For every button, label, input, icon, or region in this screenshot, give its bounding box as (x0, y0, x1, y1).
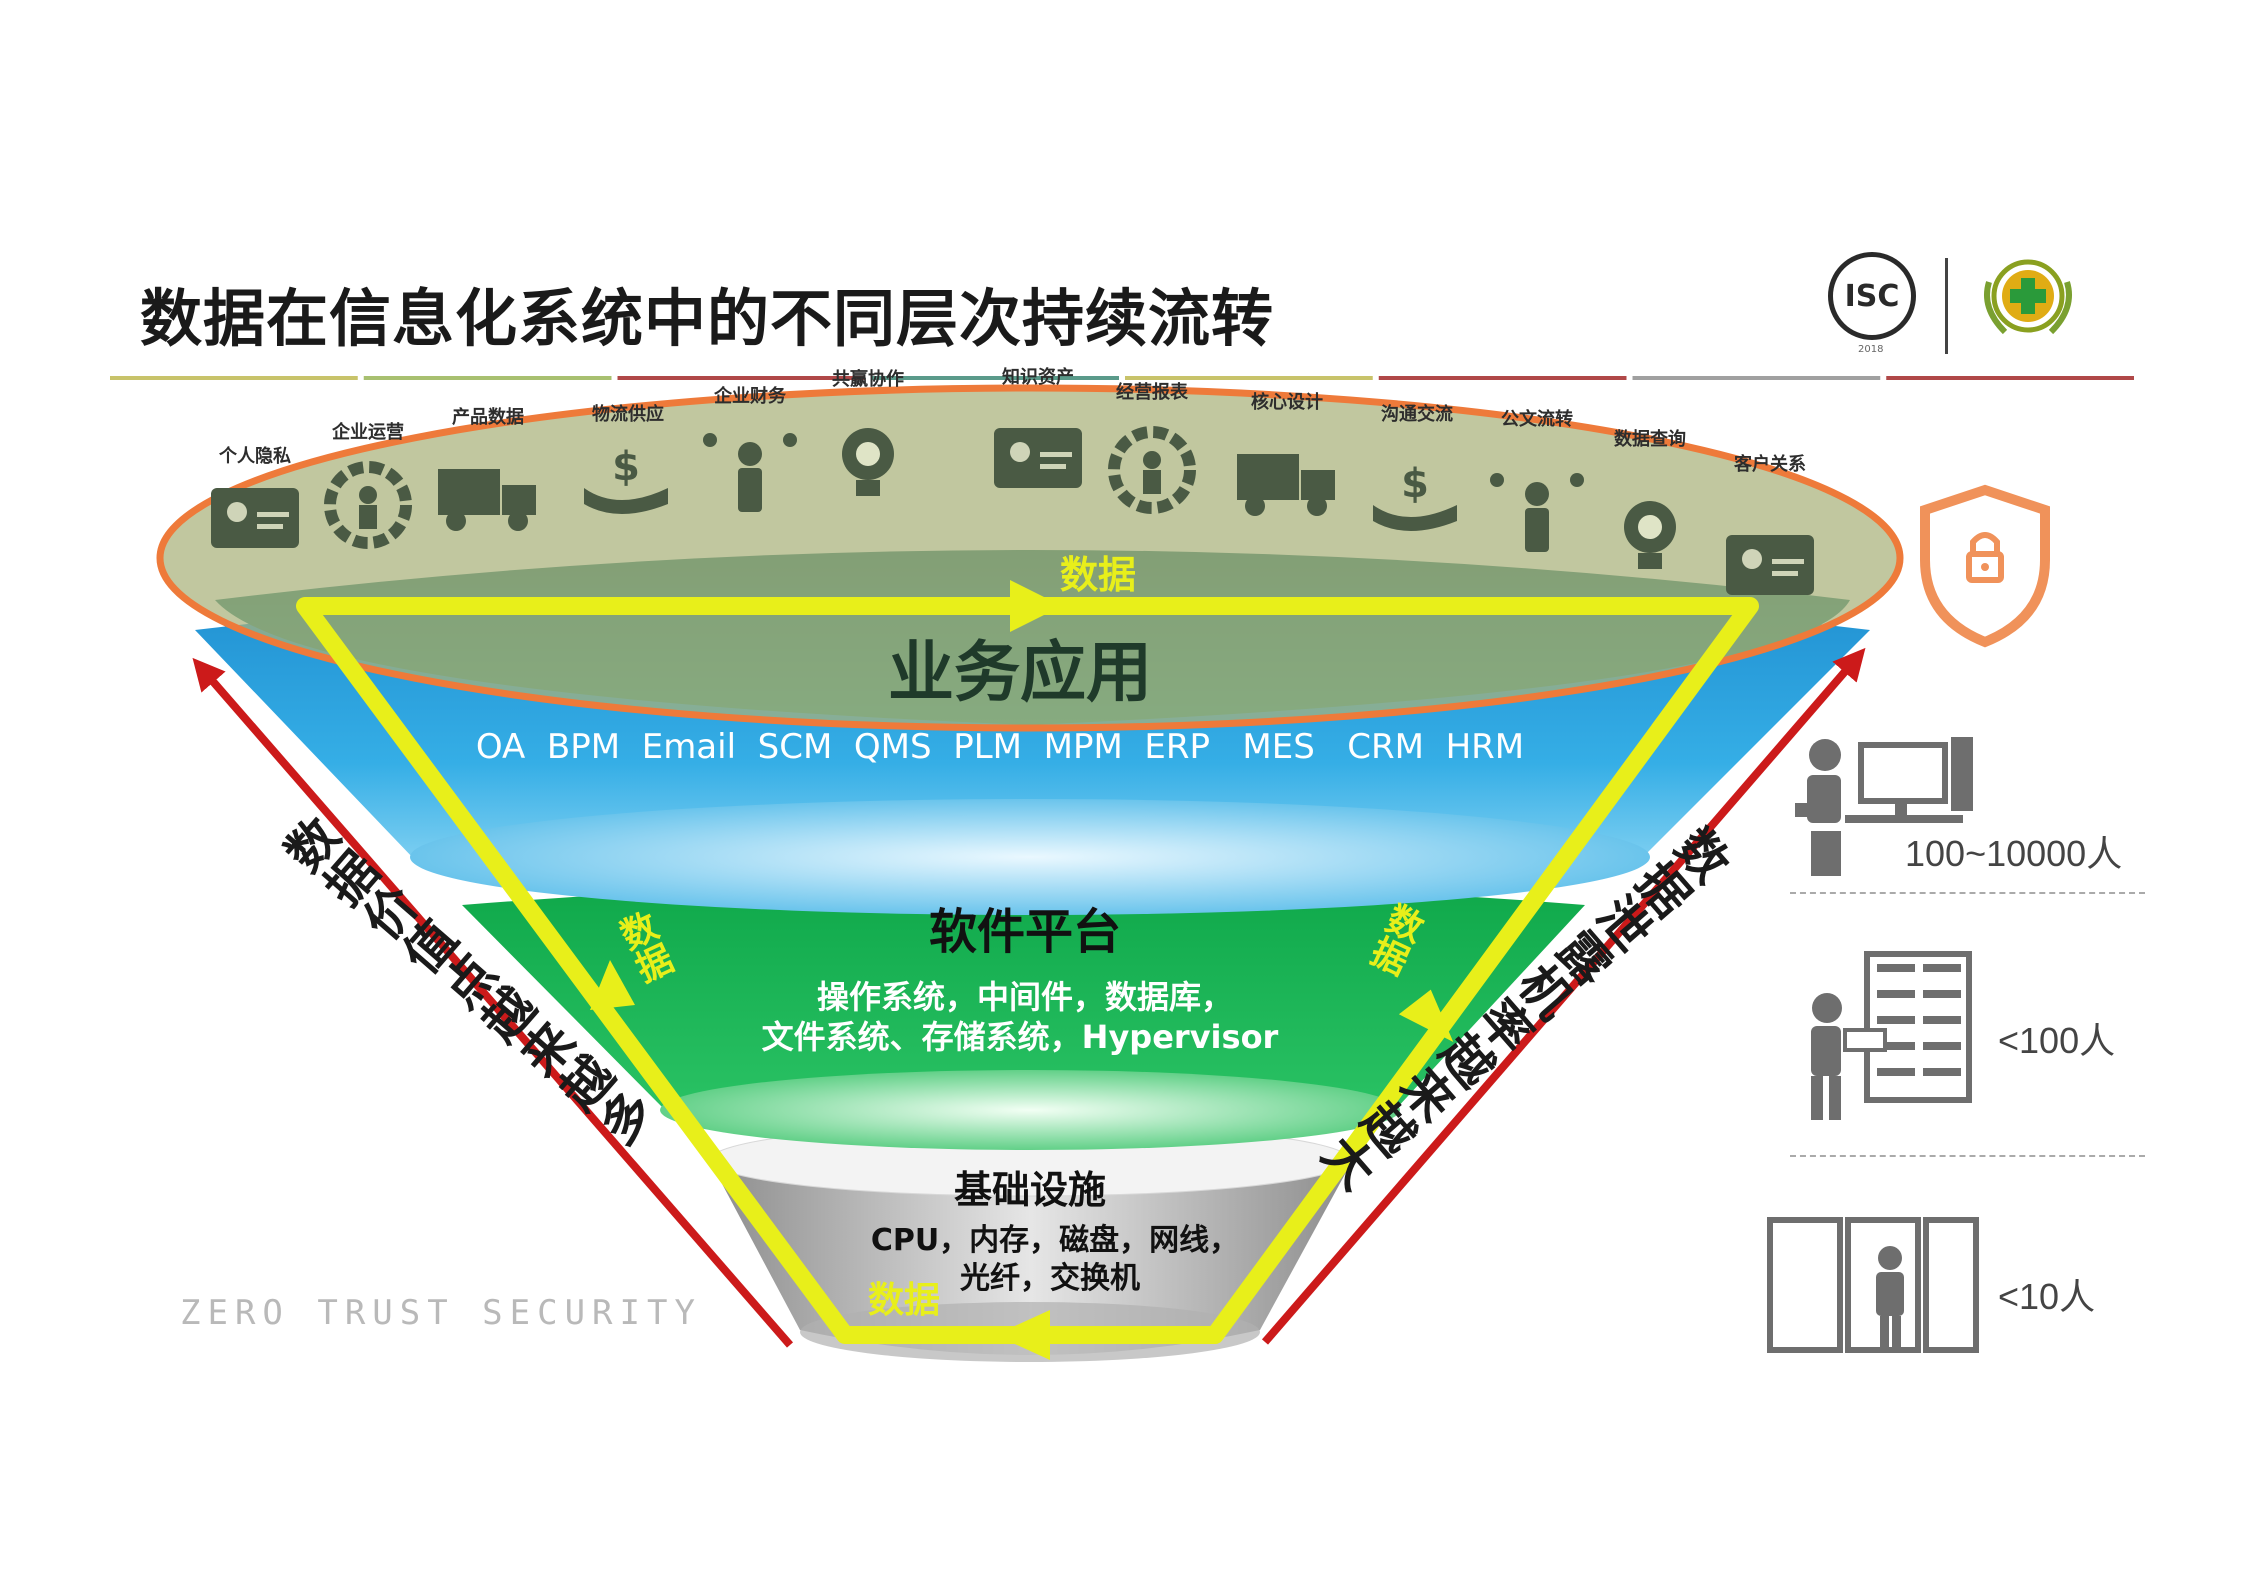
desk-worker-icon (1490, 473, 1584, 552)
tier-divider-1 (1790, 892, 2145, 894)
chart-magnifier-icon (1108, 426, 1196, 514)
category-label: 企业运营 (331, 421, 404, 443)
rack-unit (1877, 964, 1915, 972)
rack-unit (1923, 1016, 1961, 1024)
category-label: 物流供应 (592, 403, 664, 425)
people-network-icon (842, 428, 894, 496)
rack-unit (1923, 1042, 1961, 1050)
flow-arrow-bottom (995, 1310, 1050, 1360)
business-systems: OA BPM Email SCM QMS PLM MPM ERP MES CRM… (476, 727, 1524, 767)
title-underline-segment (1378, 376, 1627, 380)
category-label: 企业财务 (713, 385, 787, 407)
flow-label-bottom: 数据 (868, 1280, 940, 1321)
tier-divider-2 (1790, 1155, 2145, 1157)
flow-arrow-right (1398, 989, 1454, 1042)
title-underline-segment (1125, 376, 1373, 380)
infra-line-1: CPU，内存，磁盘，网线， (871, 1223, 1239, 1258)
org-emblem-logo (1975, 252, 2081, 348)
platform-layer (462, 882, 1585, 1130)
title-underline-segment (1632, 376, 1881, 380)
title-underline-segment (363, 376, 612, 380)
category-label: 沟通交流 (1381, 403, 1453, 425)
rack-unit (1877, 1042, 1915, 1050)
infra-line-2: 光纤，交换机 (960, 1261, 1140, 1296)
gear-person-icon (324, 461, 412, 549)
watermark-text: ZERO TRUST SECURITY (180, 1293, 702, 1333)
envelope-icon: $ (1373, 461, 1457, 531)
gears-icon (438, 469, 536, 531)
lightbulb-icon (994, 428, 1082, 488)
platform-line-2: 文件系统、存储系统，Hypervisor (762, 1018, 1279, 1056)
title-underline-segment (617, 376, 866, 380)
tier-label-small: <10人 (1998, 1276, 2096, 1317)
datacenter-icon (1767, 1217, 1979, 1353)
logo-divider (1945, 258, 1948, 354)
shield-lock-icon (1920, 484, 2050, 648)
rack-unit (1877, 990, 1915, 998)
category-label: 知识资产 (1002, 366, 1074, 388)
svg-text:$: $ (1401, 461, 1429, 507)
id-card-icon (211, 488, 299, 548)
rack-unit (1877, 1068, 1915, 1076)
category-label: 共赢协作 (832, 368, 904, 390)
rack-unit (1923, 964, 1961, 972)
search-person-icon (1624, 501, 1676, 569)
platform-layer-title: 软件平台 (929, 904, 1121, 960)
isc-logo: ISC (1828, 252, 1916, 340)
flow-arrow-left (590, 960, 635, 1010)
server-admin-icon (1811, 951, 1972, 1120)
page-title: 数据在信息化系统中的不同层次持续流转 (140, 282, 1275, 355)
category-label: 客户关系 (1734, 453, 1806, 475)
truck-icon: $ (584, 444, 668, 514)
tier-label-medium: <100人 (1998, 1020, 2116, 1061)
isc-logo-text: ISC (1844, 279, 1900, 314)
data-categories-ellipse (156, 384, 1904, 732)
tier-label-large: 100~10000人 (1905, 833, 2123, 874)
office-worker-icon (1795, 737, 1973, 876)
platform-line-1: 操作系统，中间件，数据库， (817, 978, 1233, 1016)
flow-label-top: 数据 (1060, 553, 1136, 597)
rack-unit (1923, 1068, 1961, 1076)
platform-bottom-rim (660, 1070, 1400, 1150)
title-underline-segment (1886, 376, 2134, 380)
category-label: 公文流转 (1501, 408, 1573, 430)
handshake-icon (1726, 535, 1814, 595)
rack-unit (1877, 1016, 1915, 1024)
flow-arrow-top (1010, 580, 1062, 632)
infra-layer-title: 基础设施 (954, 1168, 1106, 1212)
title-underline (110, 376, 2134, 380)
category-label: 个人隐私 (218, 445, 291, 467)
compass-ruler-icon (1237, 454, 1335, 516)
category-label: 经营报表 (1116, 381, 1189, 403)
rack-unit (1923, 990, 1961, 998)
category-label: 核心设计 (1251, 391, 1323, 413)
money-hand-icon (703, 433, 797, 512)
category-label: 产品数据 (452, 406, 524, 428)
svg-text:$: $ (612, 444, 640, 490)
title-underline-segment (110, 376, 358, 380)
isc-logo-year: 2018 (1858, 344, 1884, 355)
data-flow-loop (296, 597, 1759, 1344)
title-underline-segment (871, 376, 1119, 380)
right-risk-arrow (1261, 647, 1866, 1345)
business-layer-title: 业务应用 (888, 634, 1152, 711)
business-bottom-rim (410, 799, 1650, 915)
category-label: 数据查询 (1614, 428, 1686, 450)
left-value-arrow (192, 657, 794, 1348)
